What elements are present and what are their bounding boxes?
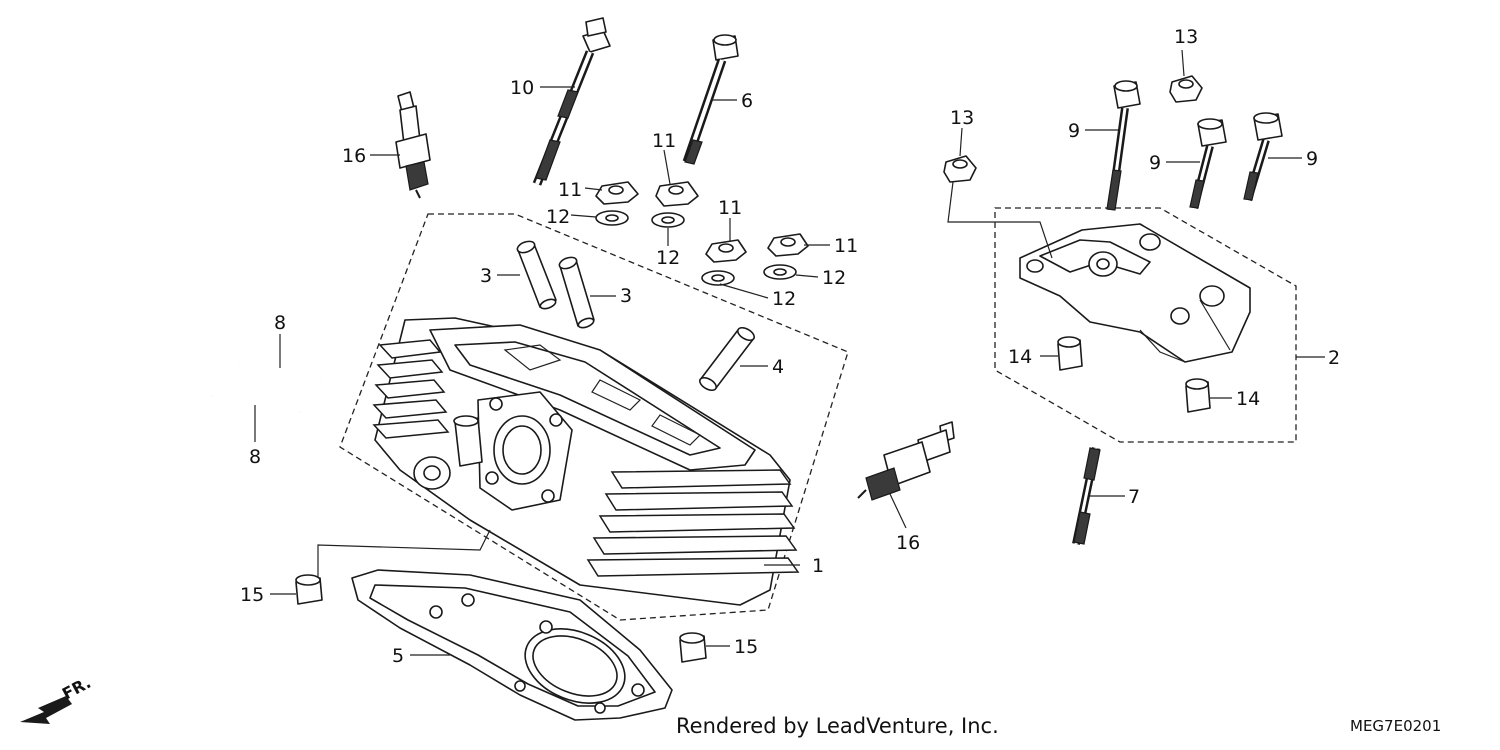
callout-11c: 11 [718,197,742,219]
dowel-pin-left [295,574,323,605]
nut-4 [767,233,809,257]
valve-guide-1 [516,240,557,310]
spark-plug-right [857,421,955,501]
callout-5: 5 [392,645,404,667]
stud-bolt-upper [239,360,323,380]
callout-13a: 13 [1174,26,1198,48]
callout-15b: 15 [734,636,758,658]
nut-3 [705,239,747,263]
callout-6: 6 [741,90,753,112]
callout-8b: 8 [249,446,261,468]
callout-3b: 3 [620,285,632,307]
callout-12d: 12 [772,288,796,310]
callout-11a: 11 [558,179,582,201]
callout-3a: 3 [480,265,492,287]
washer-1 [595,210,629,226]
callout-4: 4 [772,356,784,378]
callout-11d: 11 [834,235,858,257]
holder-bolt-1 [1106,80,1141,211]
callout-9a: 9 [1068,120,1080,142]
spark-plug-left [395,91,431,199]
cap-nut-top [1169,75,1203,103]
callout-12b: 12 [656,247,680,269]
valve-guide-sleeve [699,326,755,392]
rocker-arm-holder [1019,223,1251,363]
nut-2 [655,181,699,207]
cylinder-head-group-outline [339,213,849,621]
callout-12a: 12 [546,206,570,228]
callout-10: 10 [510,77,534,99]
callout-14a: 14 [1008,346,1032,368]
callout-7: 7 [1128,486,1140,508]
valve-guide-2 [558,256,595,329]
dowel-sleeve-right [1185,378,1211,413]
credit-text: Rendered by LeadVenture, Inc. [676,714,999,738]
cap-nut-left [943,155,977,183]
holder-bolt-3 [1243,112,1283,202]
front-arrow-icon [20,696,72,724]
stud-bolt-long [1072,447,1101,545]
washer-4 [763,264,797,280]
rocker-holder-group-outline [994,207,1297,443]
flange-bolt [682,34,739,165]
washer-2 [651,212,685,228]
dowel-sleeve-left [1057,336,1083,371]
callout-16a: 16 [342,145,366,167]
leader-lines [254,49,1325,656]
nut-1 [595,181,639,205]
holder-bolt-2 [1189,118,1227,209]
callout-16b: 16 [896,532,920,554]
stud-bolt-lower [211,394,301,414]
callout-1: 1 [812,555,824,577]
callout-labels: 1 2 3 3 4 5 6 7 8 8 9 9 9 10 11 11 11 11… [240,26,1340,667]
cylinder-head-gasket [351,569,673,721]
callout-11b: 11 [652,130,676,152]
flange-bolt-long [532,17,611,186]
callout-12c: 12 [822,267,846,289]
diagram-code: MEG7E0201 [1350,717,1441,735]
dowel-pin-right [679,632,707,663]
callout-8a: 8 [274,312,286,334]
callout-14b: 14 [1236,388,1260,410]
callout-13b: 13 [950,107,974,129]
callout-15a: 15 [240,584,264,606]
washer-3 [701,270,735,286]
front-direction-marker: FR. [20,673,94,724]
callout-9b: 9 [1149,152,1161,174]
callout-9c: 9 [1306,148,1318,170]
callout-2: 2 [1328,347,1340,369]
cylinder-head [372,317,800,606]
